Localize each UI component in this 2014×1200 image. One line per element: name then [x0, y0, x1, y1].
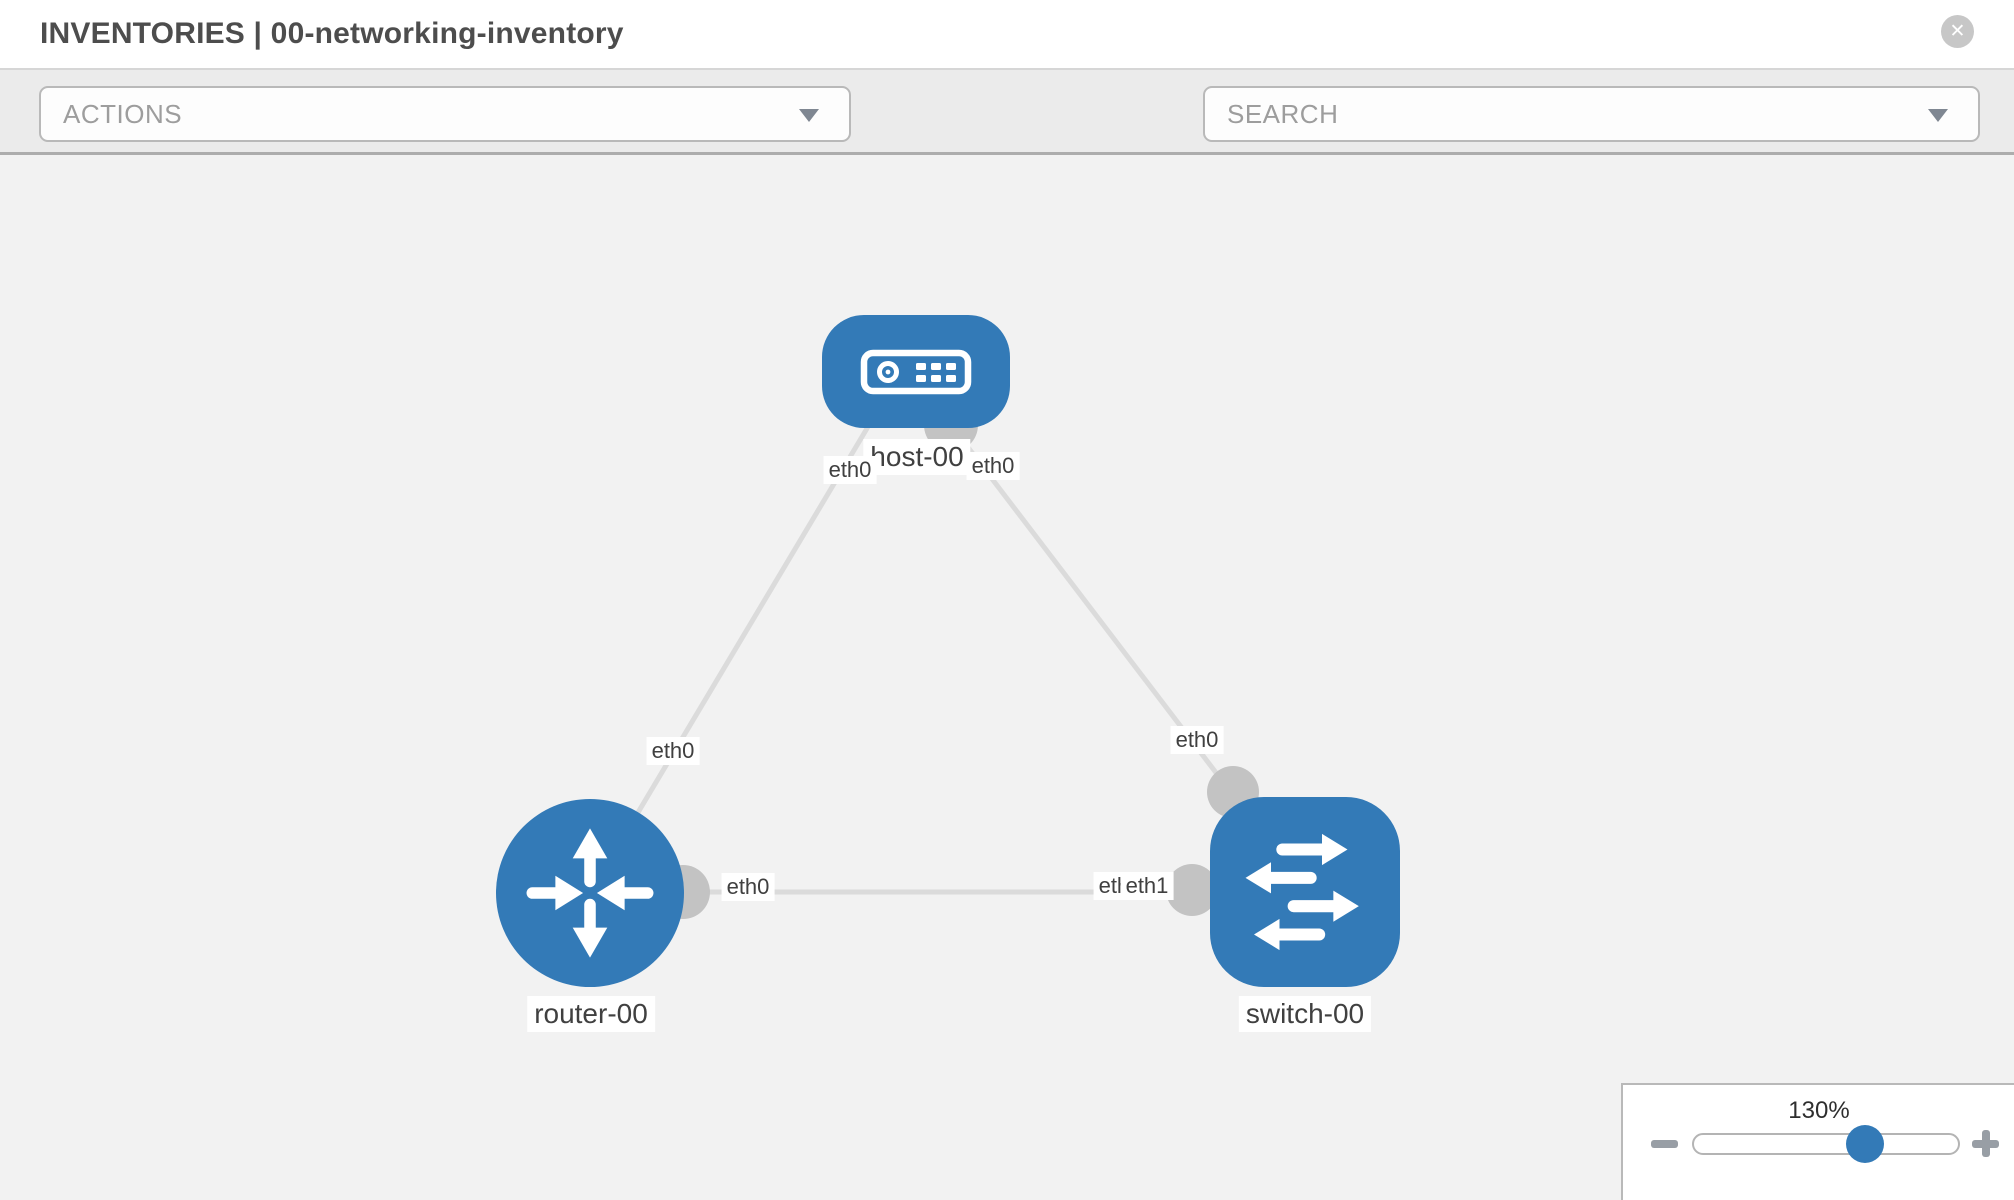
interface-label-host-eth0-left: eth0	[823, 456, 877, 484]
toolbar: ACTIONS SEARCH	[0, 70, 2014, 204]
zoom-slider-thumb[interactable]	[1846, 1125, 1884, 1163]
node-router-00[interactable]	[496, 799, 684, 987]
links-layer	[587, 398, 1259, 919]
zoom-slider-track[interactable]	[1692, 1133, 1960, 1155]
close-icon[interactable]: ✕	[1941, 15, 1974, 48]
interface-label-host-eth0-right: eth0	[966, 452, 1020, 480]
node-label-switch[interactable]: switch-00	[1238, 996, 1372, 1032]
zoom-in-button[interactable]	[1972, 1130, 1999, 1157]
chevron-down-icon	[1928, 109, 1948, 122]
interface-label-switch-eth0: eth0	[1170, 726, 1224, 754]
node-label-router[interactable]: router-00	[527, 996, 655, 1032]
actions-dropdown[interactable]: ACTIONS	[39, 86, 851, 142]
host-server-icon	[860, 349, 972, 394]
zoom-widget: 130%	[1621, 1083, 2014, 1200]
page-title: INVENTORIES | 00-networking-inventory	[40, 17, 624, 50]
router-arrows-icon	[526, 828, 654, 958]
node-label-host[interactable]: host-00	[863, 439, 971, 475]
chevron-down-icon	[799, 109, 819, 122]
search-placeholder: SEARCH	[1227, 98, 1339, 129]
port-dot-switch-eth1[interactable]	[1166, 864, 1218, 916]
interface-label-router-eth0: eth0	[721, 873, 775, 901]
panel-header: INVENTORIES | 00-networking-inventory ✕	[0, 0, 2014, 70]
topology-canvas[interactable]: host-00 router-00 switch-00 eth0 eth0 et…	[0, 155, 2014, 1200]
switch-arrows-icon	[1245, 833, 1359, 951]
interface-label-router-eth0-uplink: eth0	[646, 737, 700, 765]
zoom-out-button[interactable]	[1651, 1140, 1678, 1148]
node-host-00[interactable]	[822, 315, 1010, 428]
search-input[interactable]: SEARCH	[1203, 86, 1980, 142]
node-switch-00[interactable]	[1210, 797, 1400, 987]
actions-dropdown-placeholder: ACTIONS	[63, 98, 183, 129]
zoom-level-readout: 130%	[1788, 1097, 1850, 1124]
interface-label-switch-eth1: eth1	[1120, 872, 1174, 900]
